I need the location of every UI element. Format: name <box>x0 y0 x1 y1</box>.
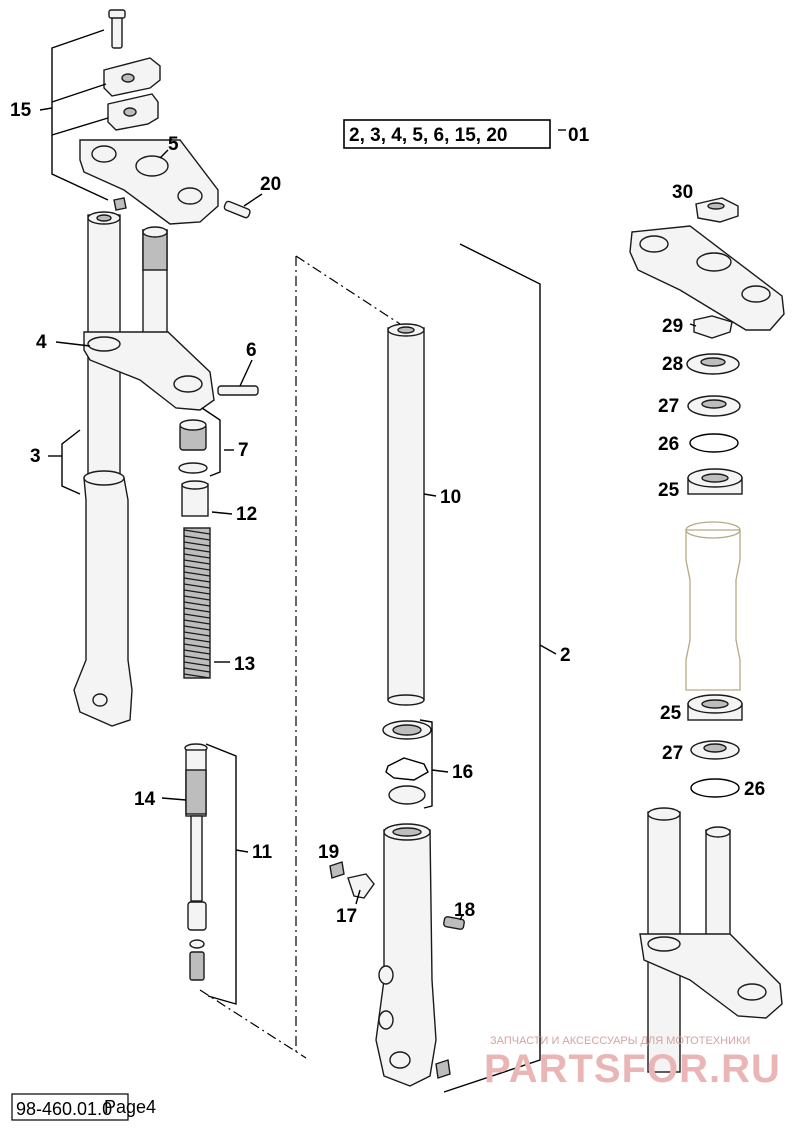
spring-coil <box>183 583 211 589</box>
spring-coil <box>183 655 211 661</box>
label-leaders <box>39 107 697 921</box>
watermark-brand: PARTSFOR.RU <box>484 1047 781 1091</box>
label-part-26-lower: 26 <box>744 779 765 800</box>
footer: 98-460.01.0 Page4 <box>11 1093 156 1121</box>
spring-coil <box>183 559 211 565</box>
watermark-tagline: ЗАПЧАСТИ И АКСЕССУАРЫ ДЛЯ МОТОТЕХНИКИ <box>490 1035 750 1047</box>
label-part-27-lower: 27 <box>662 743 683 764</box>
label-part-7: 7 <box>238 440 249 461</box>
assembly-box-label: 2, 3, 4, 5, 6, 15, 20 <box>349 125 507 146</box>
label-part-26-upper: 26 <box>658 434 679 455</box>
label-part-5: 5 <box>168 134 179 155</box>
spring-coil <box>183 619 211 625</box>
label-part-17: 17 <box>336 906 357 927</box>
label-part-12: 12 <box>236 504 257 525</box>
label-part-30: 30 <box>672 182 693 203</box>
label-part-2: 2 <box>560 645 571 666</box>
inner-tube-and-slider <box>329 323 465 1087</box>
damper-parts <box>178 419 211 981</box>
spring-coil <box>183 601 211 607</box>
watermark: ЗАПЧАСТИ И АКСЕССУАРЫ ДЛЯ МОТОТЕХНИКИ PA… <box>484 1035 781 1091</box>
label-part-25-upper: 25 <box>658 480 680 501</box>
spring-coil <box>183 625 211 631</box>
assembly-brackets <box>51 29 557 1093</box>
label-part-11: 11 <box>252 842 273 863</box>
label-part-25-lower: 25 <box>660 703 682 724</box>
label-part-27-upper: 27 <box>658 396 679 417</box>
label-part-10: 10 <box>440 487 461 508</box>
spring-coil <box>183 595 211 601</box>
footer-page: Page4 <box>104 1097 156 1117</box>
spring-coil <box>183 631 211 637</box>
spring-coil <box>183 535 211 541</box>
spring-coil <box>183 637 211 643</box>
label-part-18: 18 <box>454 900 475 921</box>
spring-coil <box>183 589 211 595</box>
spring-coil <box>183 643 211 649</box>
spring-coil <box>183 577 211 583</box>
spring-coil <box>183 541 211 547</box>
label-part-29: 29 <box>662 316 683 337</box>
spring-coil <box>183 661 211 667</box>
spring-coil <box>183 667 211 673</box>
label-part-14: 14 <box>134 789 156 810</box>
label-part-4: 4 <box>36 332 47 353</box>
label-part-19: 19 <box>318 842 339 863</box>
assembly-ref-number: 01 <box>568 125 590 146</box>
spring-coil <box>183 571 211 577</box>
footer-code: 98-460.01.0 <box>16 1099 112 1119</box>
label-part-16: 16 <box>452 762 473 783</box>
spring-coil <box>183 529 211 535</box>
assembly-reference: 2, 3, 4, 5, 6, 15, 20 01 <box>343 119 590 149</box>
spring-coil <box>183 673 211 679</box>
spring-coil <box>183 649 211 655</box>
label-part-20: 20 <box>260 174 281 195</box>
label-part-6: 6 <box>246 340 257 361</box>
assembly-box-frame <box>343 119 551 149</box>
label-part-28: 28 <box>662 354 683 375</box>
steering-parts <box>629 197 785 1073</box>
footer-code-frame <box>11 1093 129 1121</box>
spring-coil <box>183 553 211 559</box>
label-part-13: 13 <box>234 654 255 675</box>
spring-coil <box>183 613 211 619</box>
left-fork-assembly <box>73 9 259 727</box>
spring-coil <box>183 607 211 613</box>
label-part-3: 3 <box>30 446 41 467</box>
spring-coil <box>183 547 211 553</box>
spring-coil <box>183 565 211 571</box>
label-part-15: 15 <box>10 100 32 121</box>
part-labels: 15 5 20 4 6 3 7 12 13 14 11 10 2 16 19 1… <box>10 100 765 927</box>
